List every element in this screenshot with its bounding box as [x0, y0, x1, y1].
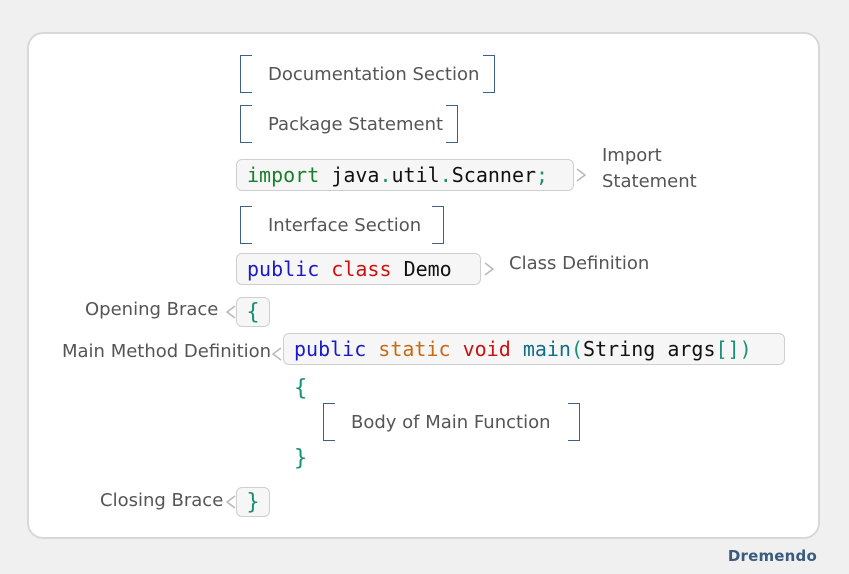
main-param-type: String: [583, 337, 656, 361]
opening-brace-box: {: [236, 297, 270, 327]
opening-brace-label: Opening Brace: [85, 299, 219, 320]
import-keyword: import: [247, 163, 320, 187]
import-label-line2: Statement: [602, 170, 697, 192]
import-path-java: java: [331, 163, 380, 187]
main-public-keyword: public: [294, 337, 367, 361]
main-param-brackets: []: [715, 337, 740, 361]
import-semicolon: ;: [536, 163, 549, 187]
inner-open-brace: {: [294, 376, 308, 401]
main-param-name: args: [667, 337, 716, 361]
main-method-code-box: public static void main(String args[]): [283, 333, 785, 365]
interface-section: Interface Section: [240, 206, 444, 244]
import-path-scanner: Scanner: [451, 163, 537, 187]
documentation-section: Documentation Section: [240, 55, 495, 93]
closing-brace-symbol: }: [246, 489, 260, 515]
class-code-box: public class Demo: [236, 253, 481, 285]
package-statement-label: Package Statement: [268, 113, 444, 135]
brand-logo: Dremendo: [727, 547, 817, 565]
import-statement-label: Import Statement: [602, 145, 697, 192]
main-close-paren: ): [739, 337, 752, 361]
package-statement: Package Statement: [240, 105, 458, 143]
inner-close-brace: }: [294, 446, 308, 471]
opening-brace-symbol: {: [246, 299, 260, 325]
opening-brace-pointer-icon: [226, 305, 236, 319]
import-pointer-icon: [576, 168, 586, 182]
interface-section-label: Interface Section: [268, 214, 422, 236]
class-definition-label: Class Definition: [509, 253, 650, 274]
closing-brace-pointer-icon: [226, 495, 236, 509]
closing-brace-box: }: [236, 487, 270, 517]
main-open-paren: (: [570, 337, 584, 361]
import-dot-2: .: [439, 163, 452, 187]
closing-brace-label: Closing Brace: [100, 490, 224, 511]
class-name: Demo: [403, 257, 452, 281]
main-method-pointer-icon: [272, 347, 282, 361]
main-void-keyword: void: [462, 337, 511, 361]
main-method-label: Main Method Definition: [62, 341, 272, 362]
main-method-name: main: [522, 337, 571, 361]
class-public-keyword: public: [247, 257, 320, 281]
class-pointer-icon: [484, 262, 494, 276]
import-code-box: import java.util.Scanner;: [236, 159, 574, 191]
main-static-keyword: static: [378, 337, 451, 361]
import-dot-1: .: [379, 163, 392, 187]
class-keyword: class: [331, 257, 392, 281]
import-path-util: util: [391, 163, 440, 187]
import-label-line1: Import: [602, 145, 662, 166]
main-body-label: Body of Main Function: [351, 411, 551, 433]
main-body-section: Body of Main Function: [323, 403, 580, 441]
documentation-section-label: Documentation Section: [268, 63, 480, 85]
diagram-card: [27, 32, 820, 539]
